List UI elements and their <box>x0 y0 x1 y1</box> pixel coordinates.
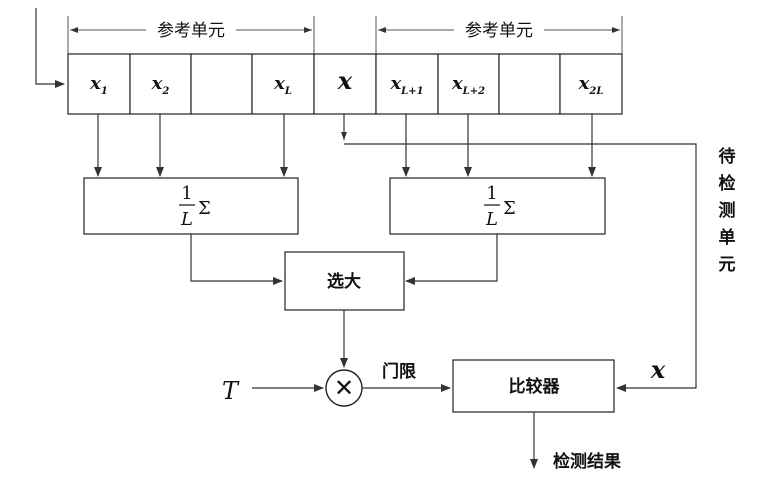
reference-label-right: 参考单元 <box>465 21 533 41</box>
left-averager-formula: 1 L Σ <box>179 183 211 230</box>
right-averager-box <box>389 177 606 235</box>
cell-7 <box>437 53 500 115</box>
right-avg-denominator: L <box>485 209 498 230</box>
cut-char-2: 测 <box>719 200 736 221</box>
x-input-label: x <box>650 355 666 384</box>
reference-bracket-right: 参考单元 <box>375 16 623 54</box>
comparator-box <box>452 359 615 413</box>
reference-label-left: 参考单元 <box>157 21 225 41</box>
cell-label-4: xL <box>273 73 292 97</box>
right-to-select-line <box>405 234 498 285</box>
multiplier-icon: ✕ <box>334 374 354 402</box>
cut-char-1: 检 <box>719 173 736 194</box>
cell-label-5: x <box>337 66 353 95</box>
select-max-box <box>284 251 405 311</box>
cell-under-test-label: 待 检 测 单 元 <box>719 146 736 275</box>
cut-char-3: 单 <box>719 227 736 248</box>
left-avg-numerator: 1 <box>181 183 192 204</box>
comparator-label: 比较器 <box>509 376 561 397</box>
right-averager-formula: 1 L Σ <box>484 183 516 230</box>
cell-under-test-line <box>344 143 697 392</box>
cell-label-2: x2 <box>151 73 170 97</box>
cut-char-4: 元 <box>719 255 736 275</box>
cell-3 <box>190 53 253 115</box>
right-sum-symbol: Σ <box>503 198 516 219</box>
reference-bracket-left: 参考单元 <box>67 16 315 54</box>
cell-1 <box>67 53 131 115</box>
t-label: T <box>222 377 240 405</box>
select-max-label: 选大 <box>327 271 361 292</box>
input-signal-line <box>35 8 65 88</box>
left-to-select-line <box>190 234 283 285</box>
cell-label-6: xL+1 <box>389 73 423 97</box>
cell-label-9: x2L <box>578 73 604 97</box>
threshold-label: 门限 <box>382 361 416 382</box>
left-sum-symbol: Σ <box>198 198 211 219</box>
right-avg-numerator: 1 <box>486 183 497 204</box>
cell-9 <box>559 53 623 115</box>
cell-label-1: x1 <box>89 73 108 97</box>
cell-row: x1 x2 xL x xL+1 xL+2 x2L <box>67 53 623 115</box>
detection-result-label: 检测结果 <box>553 451 621 472</box>
cell-label-7: xL+2 <box>451 73 485 97</box>
cell-6 <box>375 53 439 115</box>
left-avg-denominator: L <box>180 209 193 230</box>
cell-8 <box>498 53 561 115</box>
left-averager-box <box>83 177 299 235</box>
cut-char-0: 待 <box>719 146 736 167</box>
